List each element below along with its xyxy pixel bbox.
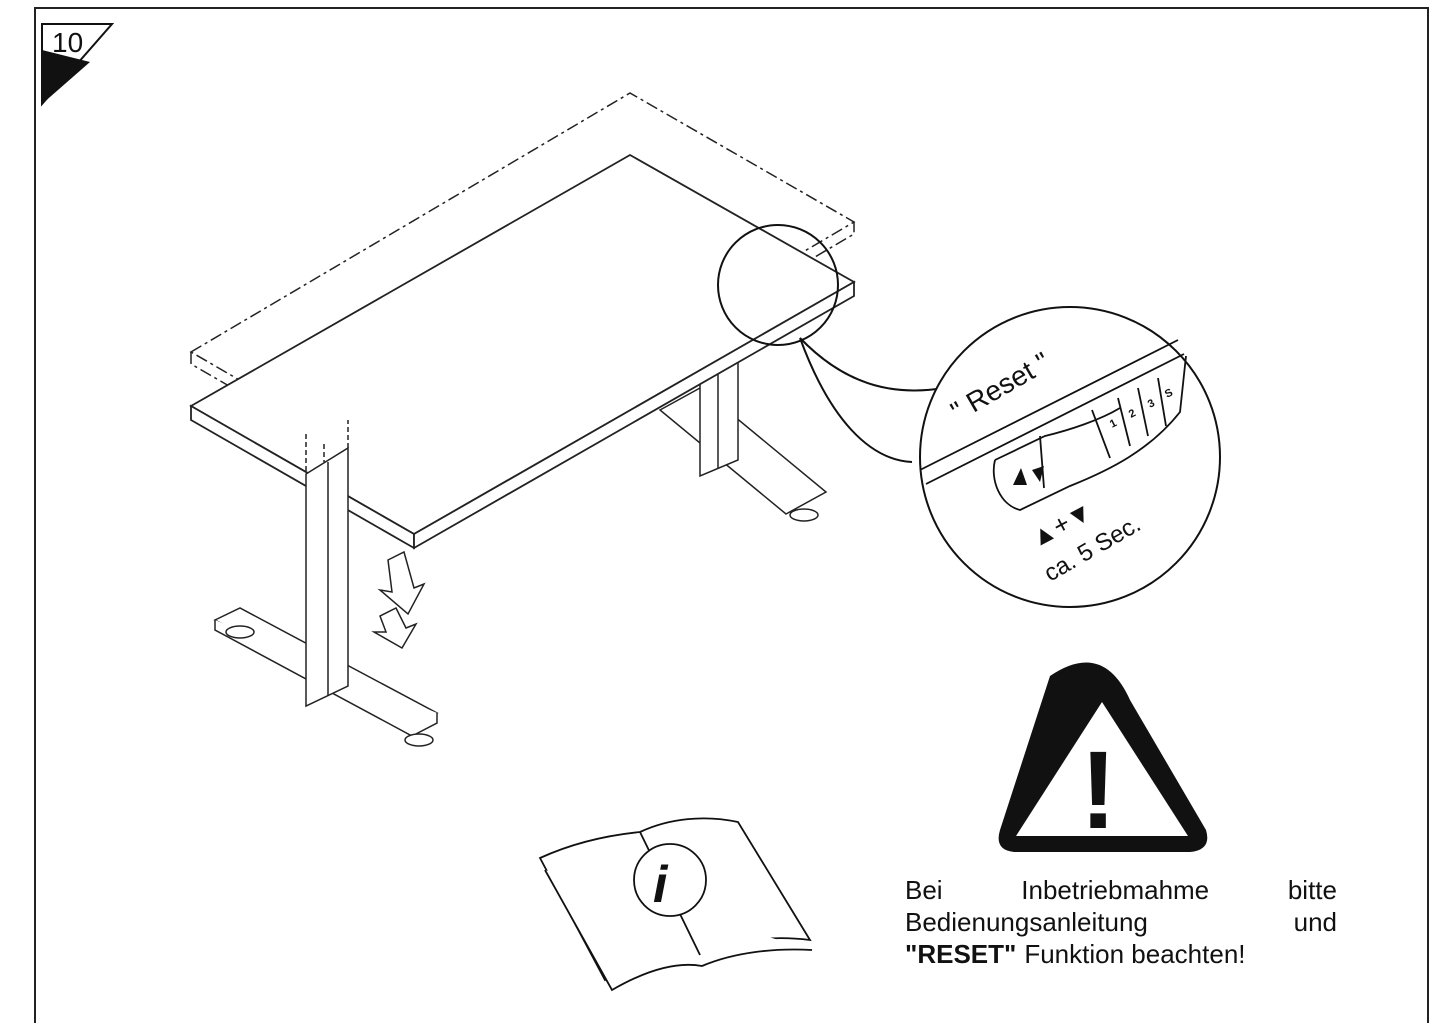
warning-word: Bei: [905, 875, 943, 905]
warning-line-1: Bei Inbetriebmahme bitte: [905, 874, 1337, 906]
preset-button-1: 1: [1108, 417, 1119, 430]
warning-text: Funktion beachten!: [1024, 939, 1246, 969]
warning-word: Bedienungsanleitung: [905, 907, 1148, 937]
info-circle: [633, 843, 707, 917]
warning-sign: !: [998, 662, 1208, 852]
desktop: [189, 153, 856, 550]
magnifier: [717, 224, 945, 463]
front-leg: [213, 420, 439, 747]
step-badge: 10: [41, 23, 115, 107]
warning-word: und: [1293, 907, 1337, 937]
preset-button-s: S: [1163, 387, 1175, 401]
exclamation-icon: !: [1080, 729, 1117, 852]
down-button-icon: [1032, 466, 1044, 482]
reset-emphasis: "RESET": [905, 939, 1017, 969]
page-border: [34, 7, 1429, 1023]
detail-view: 1 2 3 S " Reset " ▲+▼ ca. 5 Sec.: [919, 306, 1221, 608]
warning-line-2: Bedienungsanleitung und: [905, 906, 1337, 938]
info-letter: i: [653, 856, 669, 914]
lower-direction-arrows: [371, 550, 426, 650]
warning-word: Inbetriebmahme: [1021, 875, 1210, 905]
button-divider: [1091, 409, 1111, 459]
warning-line-3: "RESET" Funktion beachten!: [905, 938, 1337, 970]
warning-word: bitte: [1287, 875, 1337, 905]
up-button-icon: [1013, 468, 1027, 485]
manual-book-icon: i: [538, 817, 813, 992]
step-number: 10: [52, 27, 83, 58]
warning-note: Bei Inbetriebmahme bitte Bedienungsanlei…: [905, 874, 1337, 970]
preset-button-3: 3: [1146, 397, 1157, 410]
detail-source-circle: [717, 224, 839, 346]
preset-button-2: 2: [1127, 407, 1138, 420]
